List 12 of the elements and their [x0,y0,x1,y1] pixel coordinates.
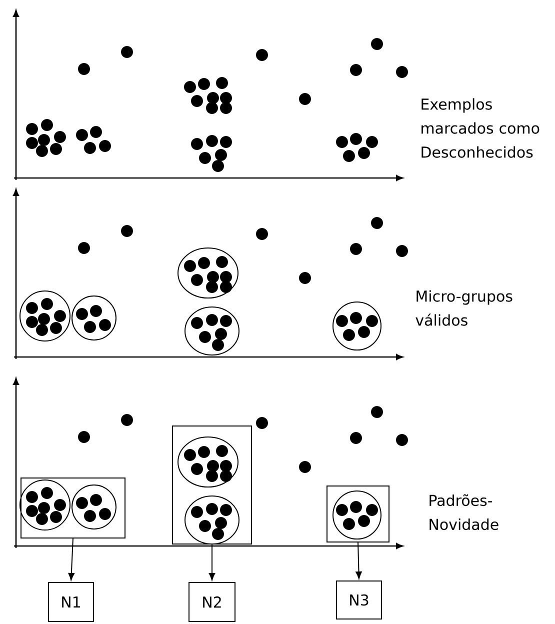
panel-label: Exemplos marcados como Desconhecidos [422,98,540,158]
panel-label: Micro-grupos válidos [416,290,512,326]
label-box: N3 [336,580,382,620]
arrow [356,542,362,580]
panel-label: Padrões-Novidade [430,494,498,530]
label-box: N2 [188,582,236,622]
group-box [20,478,126,538]
group-box [326,486,390,542]
arrow [68,538,74,581]
group-box [172,426,252,544]
label-box: N1 [48,582,94,622]
arrow [208,544,216,580]
